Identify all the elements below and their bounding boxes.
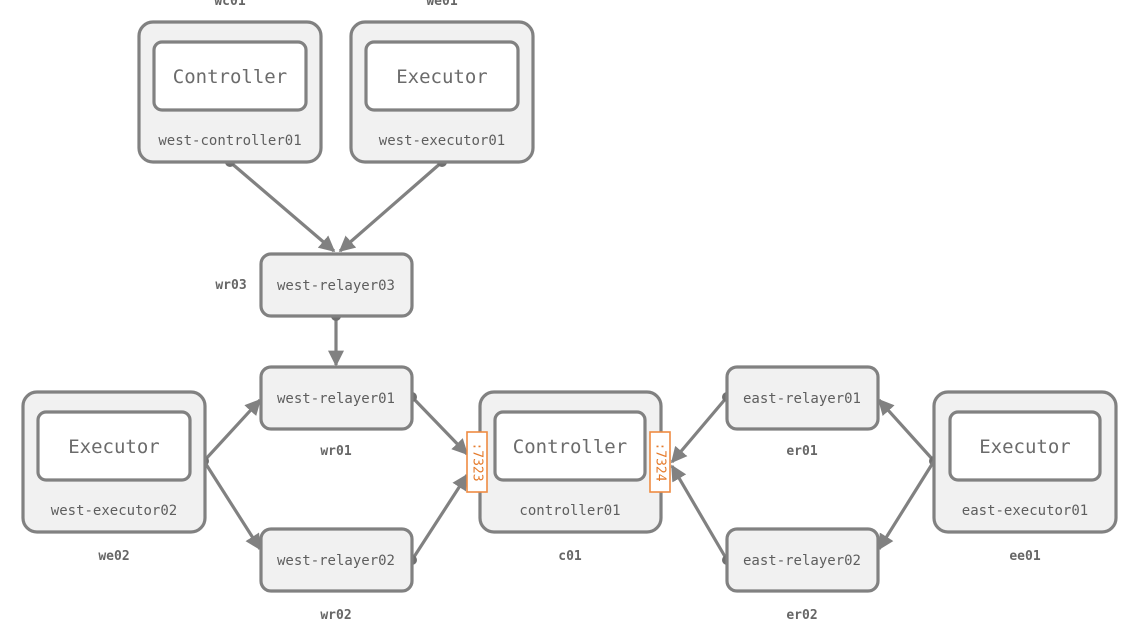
node-id-label: wr02 <box>320 608 351 623</box>
role-label: Executor <box>979 436 1071 458</box>
role-box <box>152 40 308 112</box>
role-label: Executor <box>396 66 488 88</box>
port-west-label: :7323 <box>470 442 485 481</box>
node-id-label: wc01 <box>214 0 245 9</box>
node-name-label: west-executor01 <box>379 133 505 149</box>
node-id-label: er01 <box>786 444 817 459</box>
node-id-label: wr03 <box>215 278 246 293</box>
role-box <box>948 410 1102 482</box>
role-box <box>36 410 192 482</box>
node-box <box>259 252 414 318</box>
node-wr02: west-relayer02 wr02 <box>259 527 414 623</box>
edge-we01-to-wr03 <box>338 157 447 253</box>
role-box <box>364 40 520 112</box>
edge-we02-to-wr02 <box>202 460 262 551</box>
node-box <box>259 365 414 431</box>
edge-wr02-to-c01 <box>407 473 469 565</box>
role-label: Controller <box>173 66 287 88</box>
node-id-label: we01 <box>426 0 457 9</box>
node-wr03: west-relayer03 wr03 <box>215 252 414 318</box>
edge-wr01-to-c01 <box>407 392 469 456</box>
node-id-label: er02 <box>786 608 817 623</box>
edge-we02-to-wr01 <box>199 398 262 466</box>
node-name-label: east-relayer01 <box>743 391 861 407</box>
node-name-label: west-executor02 <box>51 503 177 519</box>
node-id-label: wr01 <box>320 444 351 459</box>
node-er02: east-relayer02 er02 <box>725 527 880 623</box>
role-label: Executor <box>68 436 160 458</box>
node-wc01: wc01 Controller west-controller01 <box>137 0 323 164</box>
node-name-label: west-relayer01 <box>277 391 395 407</box>
port-east: :7324 <box>649 431 671 493</box>
role-label: Controller <box>513 436 627 458</box>
node-name-label: west-relayer03 <box>277 278 395 294</box>
edge-wc01-to-wr03 <box>225 157 336 253</box>
node-id-label: c01 <box>558 549 582 564</box>
edge-er02-to-c01 <box>670 464 732 565</box>
edge-ee01-to-er01 <box>877 398 939 466</box>
edge-ee01-to-er02 <box>877 460 936 551</box>
node-c01: Controller controller01 c01 <box>478 390 663 564</box>
edge-er01-to-c01 <box>670 392 732 464</box>
edge-wr03-to-wr01 <box>328 311 344 367</box>
node-name-label: east-executor01 <box>962 503 1088 519</box>
port-east-box <box>649 431 671 493</box>
node-box <box>725 527 880 593</box>
node-ee01: Executor east-executor01 ee01 <box>932 390 1118 564</box>
node-id-label: we02 <box>98 549 129 564</box>
port-east-label: :7324 <box>653 442 668 481</box>
port-west: :7323 <box>466 431 488 493</box>
node-wr01: west-relayer01 wr01 <box>259 365 414 459</box>
node-name-label: west-relayer02 <box>277 553 395 569</box>
node-box <box>725 365 880 431</box>
role-box <box>493 410 647 482</box>
node-name-label: controller01 <box>519 503 620 519</box>
node-name-label: west-controller01 <box>158 133 301 149</box>
node-er01: east-relayer01 er01 <box>725 365 880 459</box>
node-we01: we01 Executor west-executor01 <box>349 0 535 164</box>
node-name-label: east-relayer02 <box>743 553 861 569</box>
port-west-box <box>466 431 488 493</box>
node-we02: Executor west-executor02 we02 <box>21 390 207 564</box>
node-box <box>259 527 414 593</box>
node-id-label: ee01 <box>1009 549 1040 564</box>
